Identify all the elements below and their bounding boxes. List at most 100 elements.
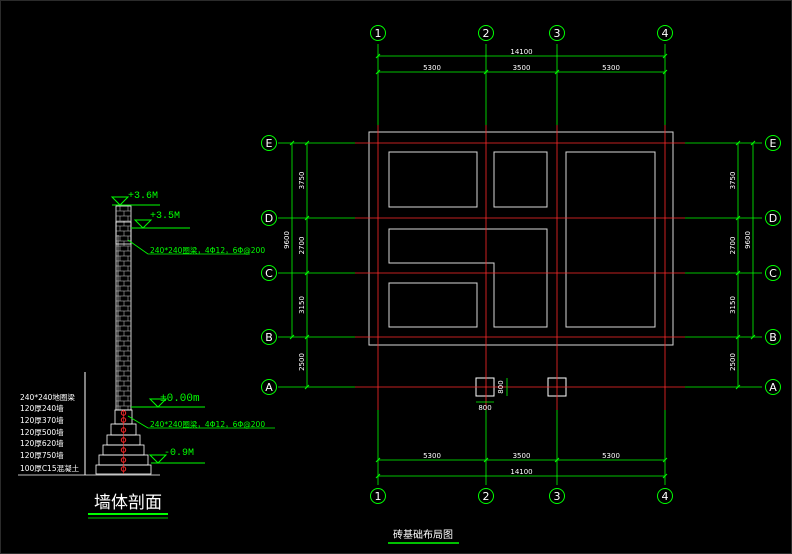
axis-bubble-label: C <box>265 267 273 280</box>
dim-tick <box>554 457 560 463</box>
axis-bubble-circle <box>478 488 494 504</box>
dim-text: 9600 <box>283 231 291 249</box>
dim-tick <box>554 69 560 75</box>
dim-tick <box>483 457 489 463</box>
axis-bubble-label: 3 <box>554 490 561 503</box>
axis-bubble-circle <box>370 25 386 41</box>
dim-text: 3150 <box>298 296 306 314</box>
axis-bubble-label: 1 <box>375 27 382 40</box>
layer-label: 120厚620墙 <box>20 438 64 448</box>
axis-bubble-circle <box>765 265 781 281</box>
elev-bottom: -0.9M <box>148 448 205 464</box>
pier-dim-v: 800 <box>497 380 505 393</box>
ring-beam-hatch <box>115 221 132 245</box>
axis-bubble: E <box>765 135 781 151</box>
axis-bubble-label: A <box>769 381 777 394</box>
dim-tick <box>375 473 381 479</box>
dim-text: 9600 <box>744 231 752 249</box>
axis-bubble: C <box>261 265 277 281</box>
axis-bubble: D <box>261 210 277 226</box>
layer-label: 120厚370墙 <box>20 415 64 425</box>
axis-bubble: B <box>261 329 277 345</box>
axis-bubble: D <box>765 210 781 226</box>
dim-tick <box>735 334 741 340</box>
layer-label: 120厚240墙 <box>20 403 64 413</box>
layer-label: 120厚750墙 <box>20 450 64 460</box>
dim-tick <box>735 215 741 221</box>
elev-floor: ±0.00m <box>131 393 205 408</box>
layer-label: 240*240地圈梁 <box>20 392 75 402</box>
layer-label: 120厚500墙 <box>20 427 64 437</box>
room-4 <box>388 228 548 328</box>
axis-bubble-label: 2 <box>483 490 490 503</box>
axis-bubble-circle <box>261 210 277 226</box>
axis-bubble: B <box>765 329 781 345</box>
dim-tick <box>375 69 381 75</box>
axis-bubble-label: 3 <box>554 27 561 40</box>
dim-text: 14100 <box>510 468 532 476</box>
axis-bubble: 3 <box>549 25 565 41</box>
axis-bubble-circle <box>261 379 277 395</box>
elev-bottom-text: -0.9M <box>164 448 194 459</box>
axis-bubble: 4 <box>657 488 673 504</box>
elev-floor-text: ±0.00m <box>160 393 200 405</box>
ring-beam-note: 240*240圈梁，4Φ12，6Φ@200 <box>150 246 265 255</box>
axis-bubble: A <box>765 379 781 395</box>
axis-bubble-label: 1 <box>375 490 382 503</box>
dim-tick <box>662 69 668 75</box>
dim-tick <box>304 384 310 390</box>
dim-tick <box>735 140 741 146</box>
axis-bubble-circle <box>478 25 494 41</box>
dim-text: 2700 <box>729 237 737 255</box>
dim-text: 3750 <box>298 172 306 190</box>
axis-bubble: E <box>261 135 277 151</box>
elev-top-text: +3.6M <box>128 191 158 202</box>
room-3 <box>565 151 656 328</box>
axis-bubble-circle <box>549 488 565 504</box>
axis-bubble-circle <box>261 135 277 151</box>
axis-bubble-circle <box>549 25 565 41</box>
axis-bubble: 3 <box>549 488 565 504</box>
axis-bubble-label: D <box>769 212 777 225</box>
axis-bubble-circle <box>657 25 673 41</box>
dim-text: 14100 <box>510 48 532 56</box>
layer-label: 100厚C15混凝土 <box>20 463 80 473</box>
dim-tick <box>750 334 756 340</box>
footing-rebar-marks <box>120 410 127 474</box>
dim-tick <box>662 457 668 463</box>
axis-bubble: 1 <box>370 25 386 41</box>
axis-bubble-circle <box>261 329 277 345</box>
axis-bubble-label: E <box>770 137 777 150</box>
dim-tick <box>289 334 295 340</box>
dim-tick <box>375 457 381 463</box>
axis-bubble-circle <box>657 488 673 504</box>
axis-bubble-circle <box>261 265 277 281</box>
dim-tick <box>735 384 741 390</box>
plan-title: 砖基础布局图 <box>393 528 453 541</box>
dim-tick <box>750 140 756 146</box>
axis-bubble: 2 <box>478 25 494 41</box>
dim-text: 2500 <box>729 353 737 371</box>
dim-text: 3500 <box>513 64 531 72</box>
axis-bubble-label: C <box>769 267 777 280</box>
ground-beam-note: 240*240圈梁，4Φ12，6Φ@200 <box>150 420 265 429</box>
axis-bubble-label: 2 <box>483 27 490 40</box>
elev-ring-text: +3.5M <box>150 211 180 222</box>
axis-bubble-circle <box>765 329 781 345</box>
dim-text: 3500 <box>513 452 531 460</box>
axis-bubble-circle <box>765 210 781 226</box>
dim-text: 2500 <box>298 353 306 371</box>
axis-bubble-label: D <box>265 212 273 225</box>
axis-bubble-label: E <box>266 137 273 150</box>
axis-bubble-label: 4 <box>662 27 669 40</box>
room-2 <box>493 151 548 208</box>
dim-tick <box>304 270 310 276</box>
axis-bubble: 1 <box>370 488 386 504</box>
dim-text: 5300 <box>602 64 620 72</box>
section-title: 墙体剖面 <box>94 493 162 513</box>
